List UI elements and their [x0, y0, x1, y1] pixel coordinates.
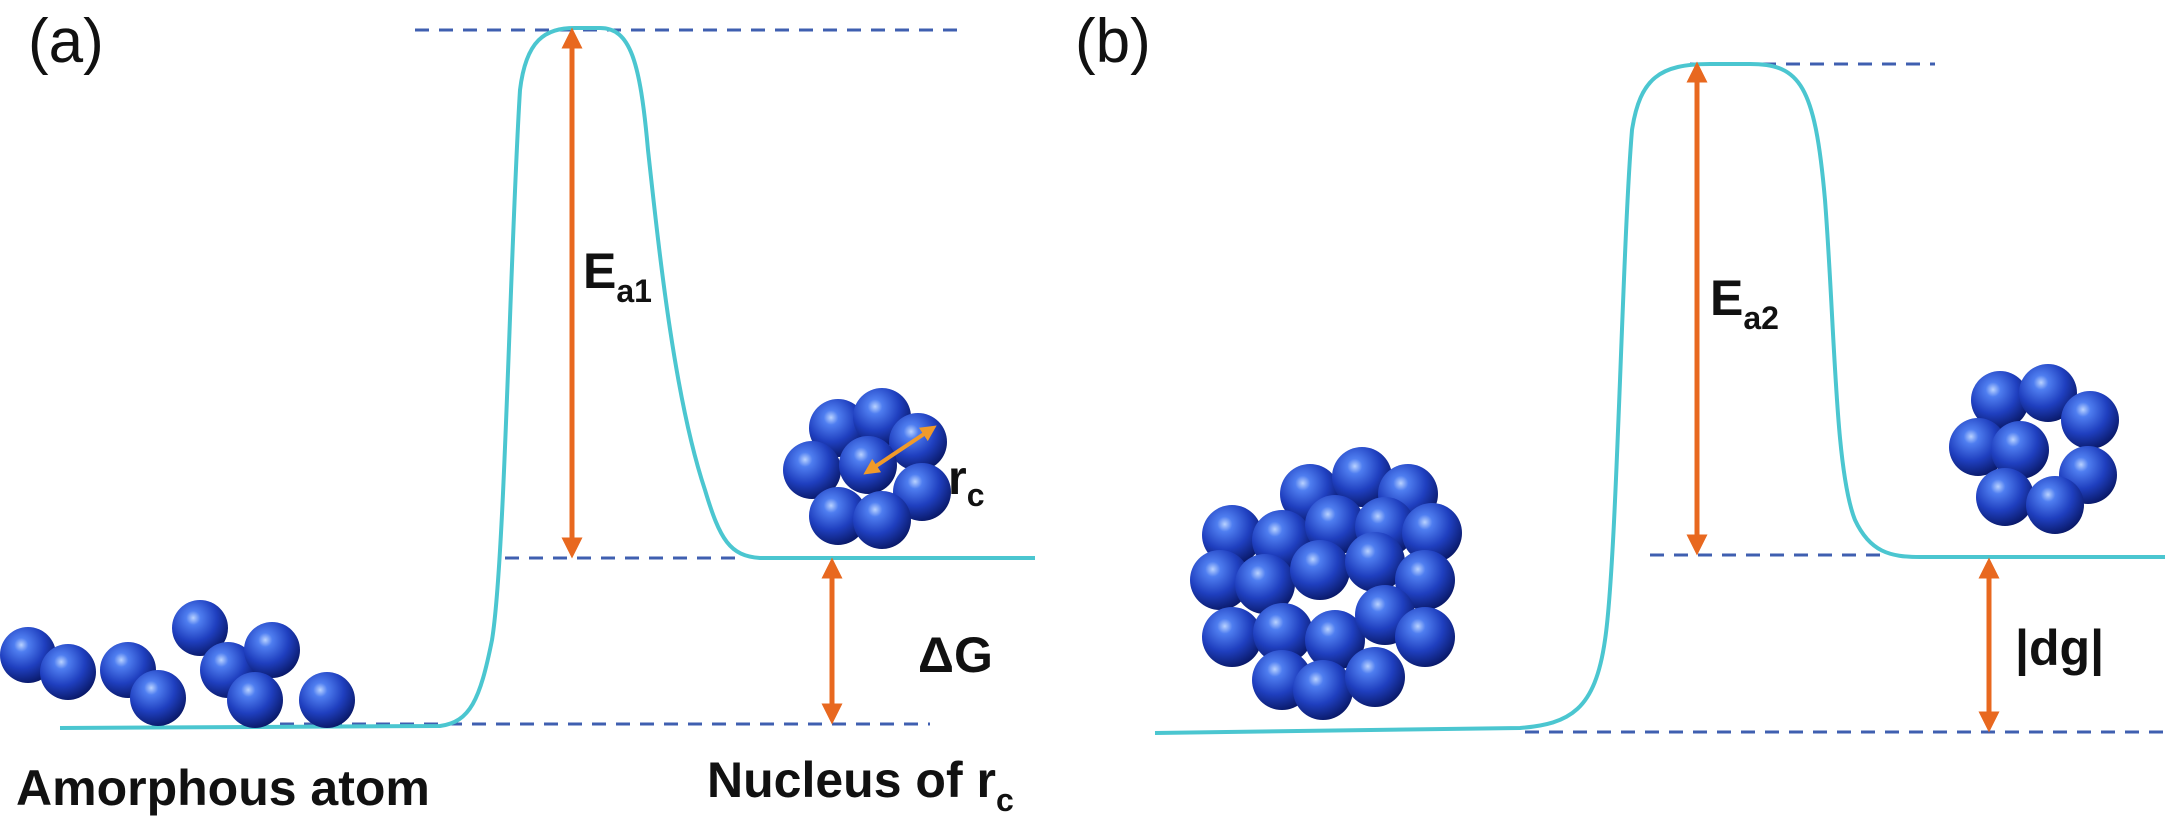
- atom-sphere: [1976, 468, 2034, 526]
- panel-a-amorphous-caption: Amorphous atom: [16, 760, 430, 816]
- atom-sphere: [1395, 607, 1455, 667]
- atom-sphere: [1395, 550, 1455, 610]
- atom-sphere: [783, 441, 841, 499]
- atom-sphere: [1290, 540, 1350, 600]
- panel-a-amorphous-atoms: [0, 600, 355, 728]
- panel-b-large-cluster: [1190, 447, 1462, 720]
- atom-sphere: [1402, 503, 1462, 563]
- atom-sphere: [839, 436, 897, 494]
- atom-sphere: [1971, 371, 2029, 429]
- atom-sphere: [299, 672, 355, 728]
- atom-sphere: [40, 644, 96, 700]
- atom-sphere: [1202, 607, 1262, 667]
- atom-sphere: [889, 413, 947, 471]
- panel-a-nucleus-cluster: [783, 388, 951, 549]
- panel-a-nucleus-caption: Nucleus of rc: [707, 752, 1014, 818]
- atom-sphere: [1202, 505, 1262, 565]
- panel-a: (a) Ea1 ΔG rc Amorphous atom Nucleus of …: [0, 7, 1035, 818]
- atom-sphere: [130, 670, 186, 726]
- panel-a-radius-label: rc: [948, 452, 984, 513]
- panel-a-radius-arrow: [863, 425, 937, 475]
- panel-b-label: (b): [1075, 7, 1151, 76]
- panel-a-label: (a): [28, 7, 104, 76]
- atom-sphere: [2061, 391, 2119, 449]
- atom-sphere: [172, 600, 228, 656]
- atom-sphere: [1345, 647, 1405, 707]
- atom-sphere: [1190, 550, 1250, 610]
- atom-sphere: [1253, 603, 1313, 663]
- atom-sphere: [1991, 421, 2049, 479]
- atom-sphere: [1305, 610, 1365, 670]
- atom-sphere: [1345, 532, 1405, 592]
- atom-sphere: [227, 672, 283, 728]
- panel-b-small-cluster: [1949, 364, 2119, 534]
- atom-sphere: [1332, 447, 1392, 507]
- panel-a-delta-label: ΔG: [918, 627, 993, 683]
- atom-sphere: [1235, 554, 1295, 614]
- panel-b-barrier-label: Ea2: [1710, 270, 1779, 336]
- panel-b: (b) Ea2 |dg|: [1075, 7, 2165, 735]
- atom-sphere: [1949, 418, 2007, 476]
- atom-sphere: [1293, 660, 1353, 720]
- atom-sphere: [244, 622, 300, 678]
- atom-sphere: [2026, 476, 2084, 534]
- atom-sphere: [2019, 364, 2077, 422]
- atom-sphere: [809, 487, 867, 545]
- panel-b-dg-label: |dg|: [2015, 620, 2104, 677]
- atom-sphere: [853, 491, 911, 549]
- panel-a-barrier-label: Ea1: [583, 243, 652, 309]
